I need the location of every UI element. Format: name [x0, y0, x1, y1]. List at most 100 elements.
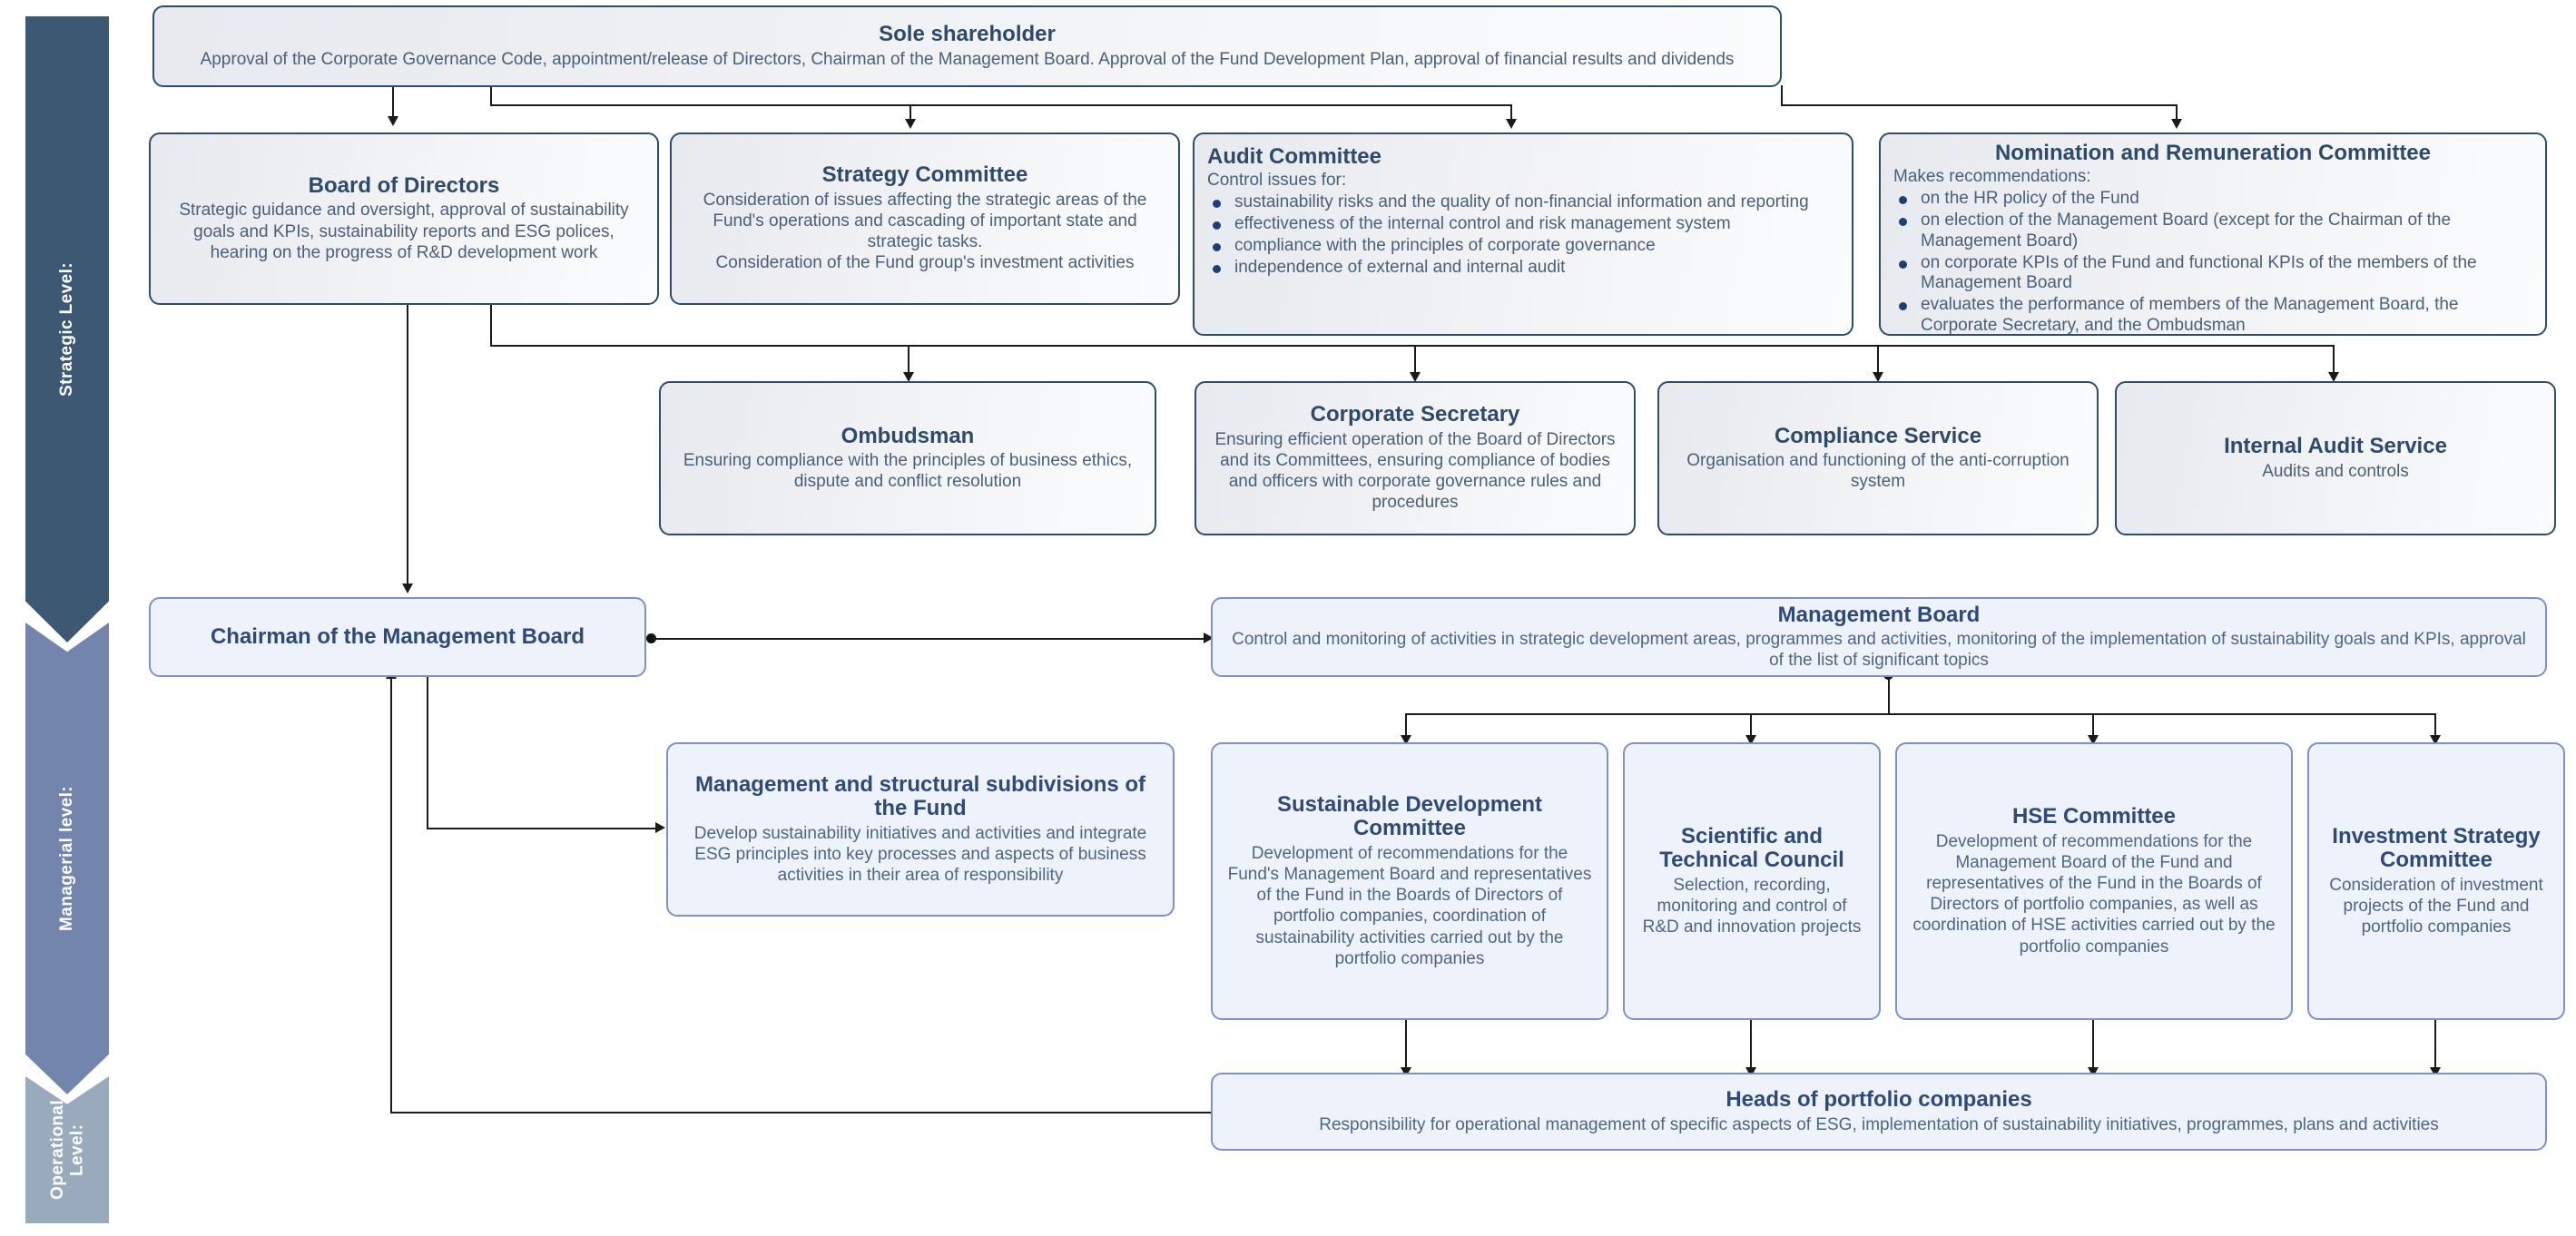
node-title: Scientific and Technical Council [1659, 823, 1844, 873]
node-title: Internal Audit Service [2224, 434, 2447, 459]
connector-chairman-to-mgmtboard [652, 638, 1209, 640]
node-bullet-list: on the HR policy of the Fund on election… [1893, 188, 2532, 334]
node-title: Nomination and Remuneration Committee [1994, 141, 2432, 165]
connector-chairman-to-subdiv-v [427, 675, 428, 829]
node-audit-committee[interactable]: Audit Committee Control issues for: sust… [1193, 132, 1853, 336]
node-body: Organisation and functioning of the anti… [1686, 451, 2070, 492]
node-lead: Control issues for: [1207, 171, 1347, 191]
arrowhead-heads-2 [1745, 1067, 1756, 1077]
connector-shareholder-bus-h [490, 104, 1511, 106]
connector-to-nomination [2176, 104, 2178, 126]
node-title: Management Board [1777, 602, 1981, 627]
arrowhead-strategy [905, 119, 916, 129]
node-title: Strategy Committee [821, 162, 1028, 188]
node-nomination-remuneration-committee[interactable]: Nomination and Remuneration Committee Ma… [1879, 132, 2547, 336]
node-title: Investment Strategy Committee [2332, 823, 2541, 873]
arrowhead-stc [1745, 735, 1756, 745]
node-title: HSE Committee [2011, 804, 2177, 829]
arrowhead-heads-3 [2088, 1067, 2099, 1077]
node-body: Ensuring efficient operation of the Boar… [1214, 429, 1616, 513]
level-label-managerial: Managerial level: [57, 786, 77, 931]
level-rail: Strategic Level: Managerial level: Opera… [25, 16, 109, 1223]
connector-stc-to-heads [1750, 1018, 1752, 1073]
connector-shareholder-to-board [392, 85, 394, 123]
node-body: Selection, recording, monitoring and con… [1642, 875, 1862, 937]
arrowhead-nomination [2171, 119, 2182, 129]
arrowhead-audit [1506, 119, 1517, 129]
node-body: Development of recommendations for the M… [1912, 831, 2276, 956]
list-item: on election of the Management Board (exc… [1893, 211, 2532, 252]
arrowhead-isc [2430, 735, 2441, 745]
level-band-managerial: Managerial level: [25, 623, 109, 1094]
node-title: Audit Committee [1207, 144, 1381, 169]
connector-to-audit [1510, 104, 1512, 126]
node-title: Compliance Service [1774, 423, 1982, 448]
list-item: sustainability risks and the quality of … [1207, 192, 1839, 213]
node-title: Corporate Secretary [1310, 402, 1520, 427]
node-internal-audit-service[interactable]: Internal Audit Service Audits and contro… [2115, 381, 2556, 535]
node-chairman-management-board[interactable]: Chairman of the Management Board [149, 597, 646, 677]
node-body: Consideration of investment projects of … [2329, 875, 2543, 937]
node-hse-committee[interactable]: HSE Committee Development of recommendat… [1895, 742, 2293, 1020]
connector-to-ombudsman [908, 345, 909, 379]
node-management-structural-subdivisions[interactable]: Management and structural subdivisions o… [666, 742, 1175, 917]
node-title: Management and structural subdivisions o… [694, 771, 1146, 821]
list-item: effectiveness of the internal control an… [1207, 214, 1839, 235]
node-body: Ensuring compliance with the principles … [683, 451, 1133, 492]
node-body: Control and monitoring of activities in … [1232, 630, 2526, 671]
connector-board-down [490, 303, 492, 347]
arrowhead-heads-4 [2430, 1067, 2441, 1077]
connector-chairman-to-subdiv-h [427, 828, 661, 829]
node-sustainable-development-committee[interactable]: Sustainable Development Committee Develo… [1211, 742, 1608, 1020]
node-sole-shareholder[interactable]: Sole shareholder Approval of the Corpora… [152, 5, 1782, 87]
node-bullet-list: sustainability risks and the quality of … [1207, 191, 1839, 278]
connector-to-stc [1750, 713, 1752, 742]
connector-hse-to-heads [2092, 1018, 2094, 1073]
connector-dot-chairman [646, 633, 656, 643]
list-item: compliance with the principles of corpor… [1207, 236, 1839, 257]
arrowhead-heads-1 [1401, 1067, 1411, 1077]
arrowhead-compliance [1873, 372, 1883, 382]
node-corporate-secretary[interactable]: Corporate Secretary Ensuring efficient o… [1195, 381, 1636, 535]
node-body: Consideration of issues affecting the st… [703, 190, 1147, 273]
arrowhead-internal-audit [2328, 372, 2339, 382]
node-ombudsman[interactable]: Ombudsman Ensuring compliance with the p… [659, 381, 1156, 535]
connector-to-isc [2434, 713, 2436, 742]
node-board-of-directors[interactable]: Board of Directors Strategic guidance an… [149, 132, 659, 305]
connector-board-to-chairman [407, 303, 408, 588]
node-body: Strategic guidance and oversight, approv… [179, 201, 629, 262]
connector-isc-to-heads [2434, 1018, 2436, 1073]
node-title: Sustainable Development Committee [1276, 792, 1543, 841]
connector-to-sdc [1405, 713, 1407, 742]
connector-sdc-to-heads [1405, 1018, 1407, 1073]
node-body: Audits and controls [2262, 461, 2409, 481]
arrowhead-mgmtboard [1204, 633, 1214, 643]
node-title: Board of Directors [308, 173, 500, 199]
connector-shareholder-nom-v [1781, 85, 1783, 105]
arrowhead-hse [2088, 735, 2099, 745]
list-item: independence of external and internal au… [1207, 258, 1839, 279]
list-item: on corporate KPIs of the Fund and functi… [1893, 253, 2532, 295]
node-compliance-service[interactable]: Compliance Service Organisation and func… [1657, 381, 2099, 535]
connector-heads-back-v [390, 675, 392, 1113]
node-title: Chairman of the Management Board [210, 623, 585, 649]
node-strategy-committee[interactable]: Strategy Committee Consideration of issu… [670, 132, 1180, 305]
arrowhead-chairman [402, 584, 413, 593]
list-item: on the HR policy of the Fund [1893, 189, 2532, 210]
connector-to-internal-audit [2333, 345, 2335, 379]
arrowhead-corpsec [1410, 372, 1421, 382]
connector-to-strategy [909, 104, 911, 126]
connector-row2-bus [490, 345, 2334, 347]
node-body: Approval of the Corporate Governance Cod… [200, 49, 1735, 69]
level-band-operational: Operational Level: [25, 1076, 109, 1223]
node-management-board[interactable]: Management Board Control and monitoring … [1211, 597, 2547, 677]
node-heads-portfolio-companies[interactable]: Heads of portfolio companies Responsibil… [1211, 1073, 2547, 1151]
node-title: Ombudsman [841, 423, 975, 448]
node-investment-strategy-committee[interactable]: Investment Strategy Committee Considerat… [2307, 742, 2565, 1020]
node-scientific-technical-council[interactable]: Scientific and Technical Council Selecti… [1623, 742, 1881, 1020]
arrowhead-ombudsman [903, 372, 914, 382]
arrowhead-board [388, 116, 398, 126]
node-body: Development of recommendations for the F… [1227, 843, 1592, 968]
connector-shareholder-bus-v [490, 85, 492, 105]
